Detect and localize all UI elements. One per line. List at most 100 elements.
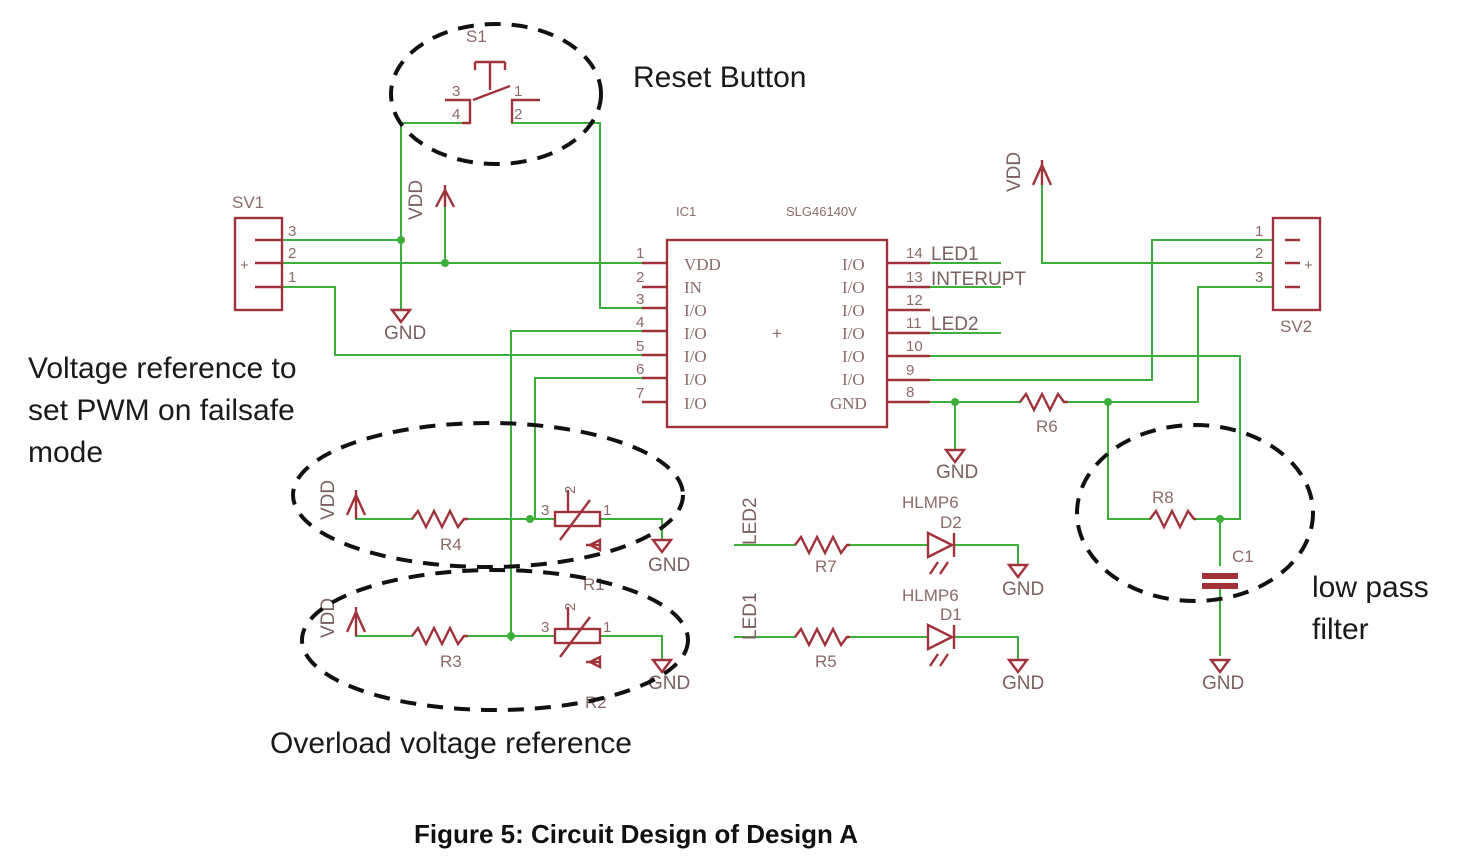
r7-label: R7 (815, 557, 837, 576)
ic-pin-name: I/O (684, 347, 707, 366)
r1-pin: 3 (541, 502, 549, 519)
ic1-left-pins: 1 2 3 4 5 6 7 VDD IN I/O I/O I/O I/O I/O (636, 245, 721, 413)
net-label-led2: LED2 (931, 314, 979, 335)
led-d2: HLMP6 D2 (902, 493, 962, 575)
callout-overload-reference (300, 568, 690, 712)
gnd-symbol-r1: GND (648, 538, 690, 576)
ic-pin-num: 10 (906, 338, 923, 355)
s1-pin: 3 (452, 83, 460, 100)
ic1-model-label: SLG46140V (786, 204, 857, 219)
gnd-symbol-r2: GND (648, 658, 690, 694)
annotation-voltage-ref-2: set PWM on failsafe (28, 394, 295, 427)
gnd-symbol-d1: GND (1002, 658, 1044, 694)
gnd-label: GND (1002, 579, 1044, 600)
ic-pin-num: 3 (636, 291, 644, 308)
sv1-pin: 3 (288, 223, 296, 240)
sv2-connector: SV2 1 2 3 + (1255, 216, 1322, 336)
sv2-pin: 1 (1255, 223, 1263, 240)
s1-pin: 4 (452, 106, 460, 123)
ic-pin-num: 1 (636, 245, 644, 262)
sv1-pin: 1 (288, 269, 296, 286)
d2-label: D2 (940, 513, 962, 532)
r8-label: R8 (1152, 488, 1174, 507)
net-label-led2-left: LED2 (740, 497, 761, 545)
ic-pin-name: I/O (842, 278, 865, 297)
sv1-label: SV1 (232, 193, 264, 212)
s1-label: S1 (466, 27, 487, 46)
junction-dots (397, 236, 1224, 640)
trimpot-r2: 2 3 1 R2 (541, 603, 611, 712)
ic-pin-num: 7 (636, 385, 644, 402)
d2-model: HLMP6 (902, 493, 959, 512)
ic-pin-num: 11 (906, 315, 922, 332)
sv2-pin: 2 (1255, 245, 1263, 262)
annotation-low-pass-2: filter (1312, 613, 1369, 646)
ic-pin-name: VDD (684, 255, 721, 274)
net-label-led1: LED1 (931, 244, 979, 265)
resistor-r4: R4 (411, 508, 468, 554)
led-d1: HLMP6 D1 (902, 586, 962, 667)
sv2-plus: + (1304, 257, 1313, 274)
trimpot-r1: 2 3 1 R1 (541, 486, 611, 594)
annotation-voltage-ref-3: mode (28, 436, 103, 469)
gnd-label: GND (1202, 673, 1244, 694)
ic1-chip: IC1 SLG46140V + (642, 204, 930, 429)
ic-pin-name: I/O (842, 255, 865, 274)
s1-reset-switch: S1 3 1 4 2 (445, 27, 540, 125)
r1-pin: 1 (603, 502, 611, 519)
ic-pin-num: 5 (636, 338, 644, 355)
ic-pin-num: 6 (636, 361, 644, 378)
ic-pin-num: 14 (906, 245, 923, 262)
ic-pin-num: 9 (906, 362, 914, 379)
net-label-led1-left: LED1 (740, 592, 761, 640)
ic-pin-name: I/O (684, 324, 707, 343)
annotation-low-pass-1: low pass (1312, 571, 1429, 604)
ic1-right-pins: 14 13 12 11 10 9 8 I/O I/O I/O I/O I/O I… (830, 245, 923, 413)
ic-pin-name: I/O (684, 370, 707, 389)
resistor-r5: R5 (794, 626, 850, 671)
d1-label: D1 (940, 605, 962, 624)
ic-pin-name: IN (684, 278, 702, 297)
ic-pin-num: 13 (906, 269, 923, 286)
ic-pin-name: GND (830, 394, 867, 413)
ic-pin-num: 2 (636, 269, 644, 286)
wires (281, 122, 1274, 661)
vdd-label: VDD (318, 480, 339, 520)
ic-pin-name: I/O (842, 301, 865, 320)
annotation-voltage-ref-1: Voltage reference to (28, 352, 297, 385)
gnd-symbol-sv1: GND (384, 308, 426, 344)
figure-caption: Figure 5: Circuit Design of Design A (414, 819, 858, 849)
s1-pin: 2 (514, 106, 522, 123)
ic-pin-name: I/O (842, 370, 865, 389)
gnd-label: GND (936, 462, 978, 483)
resistor-r7: R7 (794, 534, 850, 576)
resistor-r6: R6 (1019, 391, 1068, 436)
sv1-plus: + (240, 257, 249, 274)
gnd-symbol-d2: GND (1002, 563, 1044, 600)
vdd-symbol-r3: VDD (318, 598, 367, 638)
vdd-symbol-r4: VDD (318, 480, 367, 520)
ic-pin-name: I/O (842, 324, 865, 343)
ic-pin-name: I/O (684, 394, 707, 413)
gnd-label: GND (384, 323, 426, 344)
gnd-label: GND (648, 673, 690, 694)
r3-label: R3 (440, 652, 462, 671)
r2-pin: 3 (541, 619, 549, 636)
s1-pin: 1 (514, 83, 522, 100)
ic-pin-name: I/O (684, 301, 707, 320)
gnd-label: GND (648, 555, 690, 576)
ic-pin-name: I/O (842, 347, 865, 366)
resistor-r8: R8 (1149, 488, 1196, 530)
gnd-symbol-c1: GND (1202, 658, 1244, 694)
sv2-label: SV2 (1280, 317, 1312, 336)
vdd-symbol-top: VDD (406, 180, 456, 220)
r2-pin: 1 (603, 619, 611, 636)
vdd-label: VDD (318, 598, 339, 638)
r1-pin: 2 (562, 486, 579, 494)
d1-model: HLMP6 (902, 586, 959, 605)
r5-label: R5 (815, 652, 837, 671)
annotation-reset-button: Reset Button (633, 61, 806, 94)
r1-label: R1 (583, 575, 605, 594)
ic-pin-num: 4 (636, 314, 644, 331)
